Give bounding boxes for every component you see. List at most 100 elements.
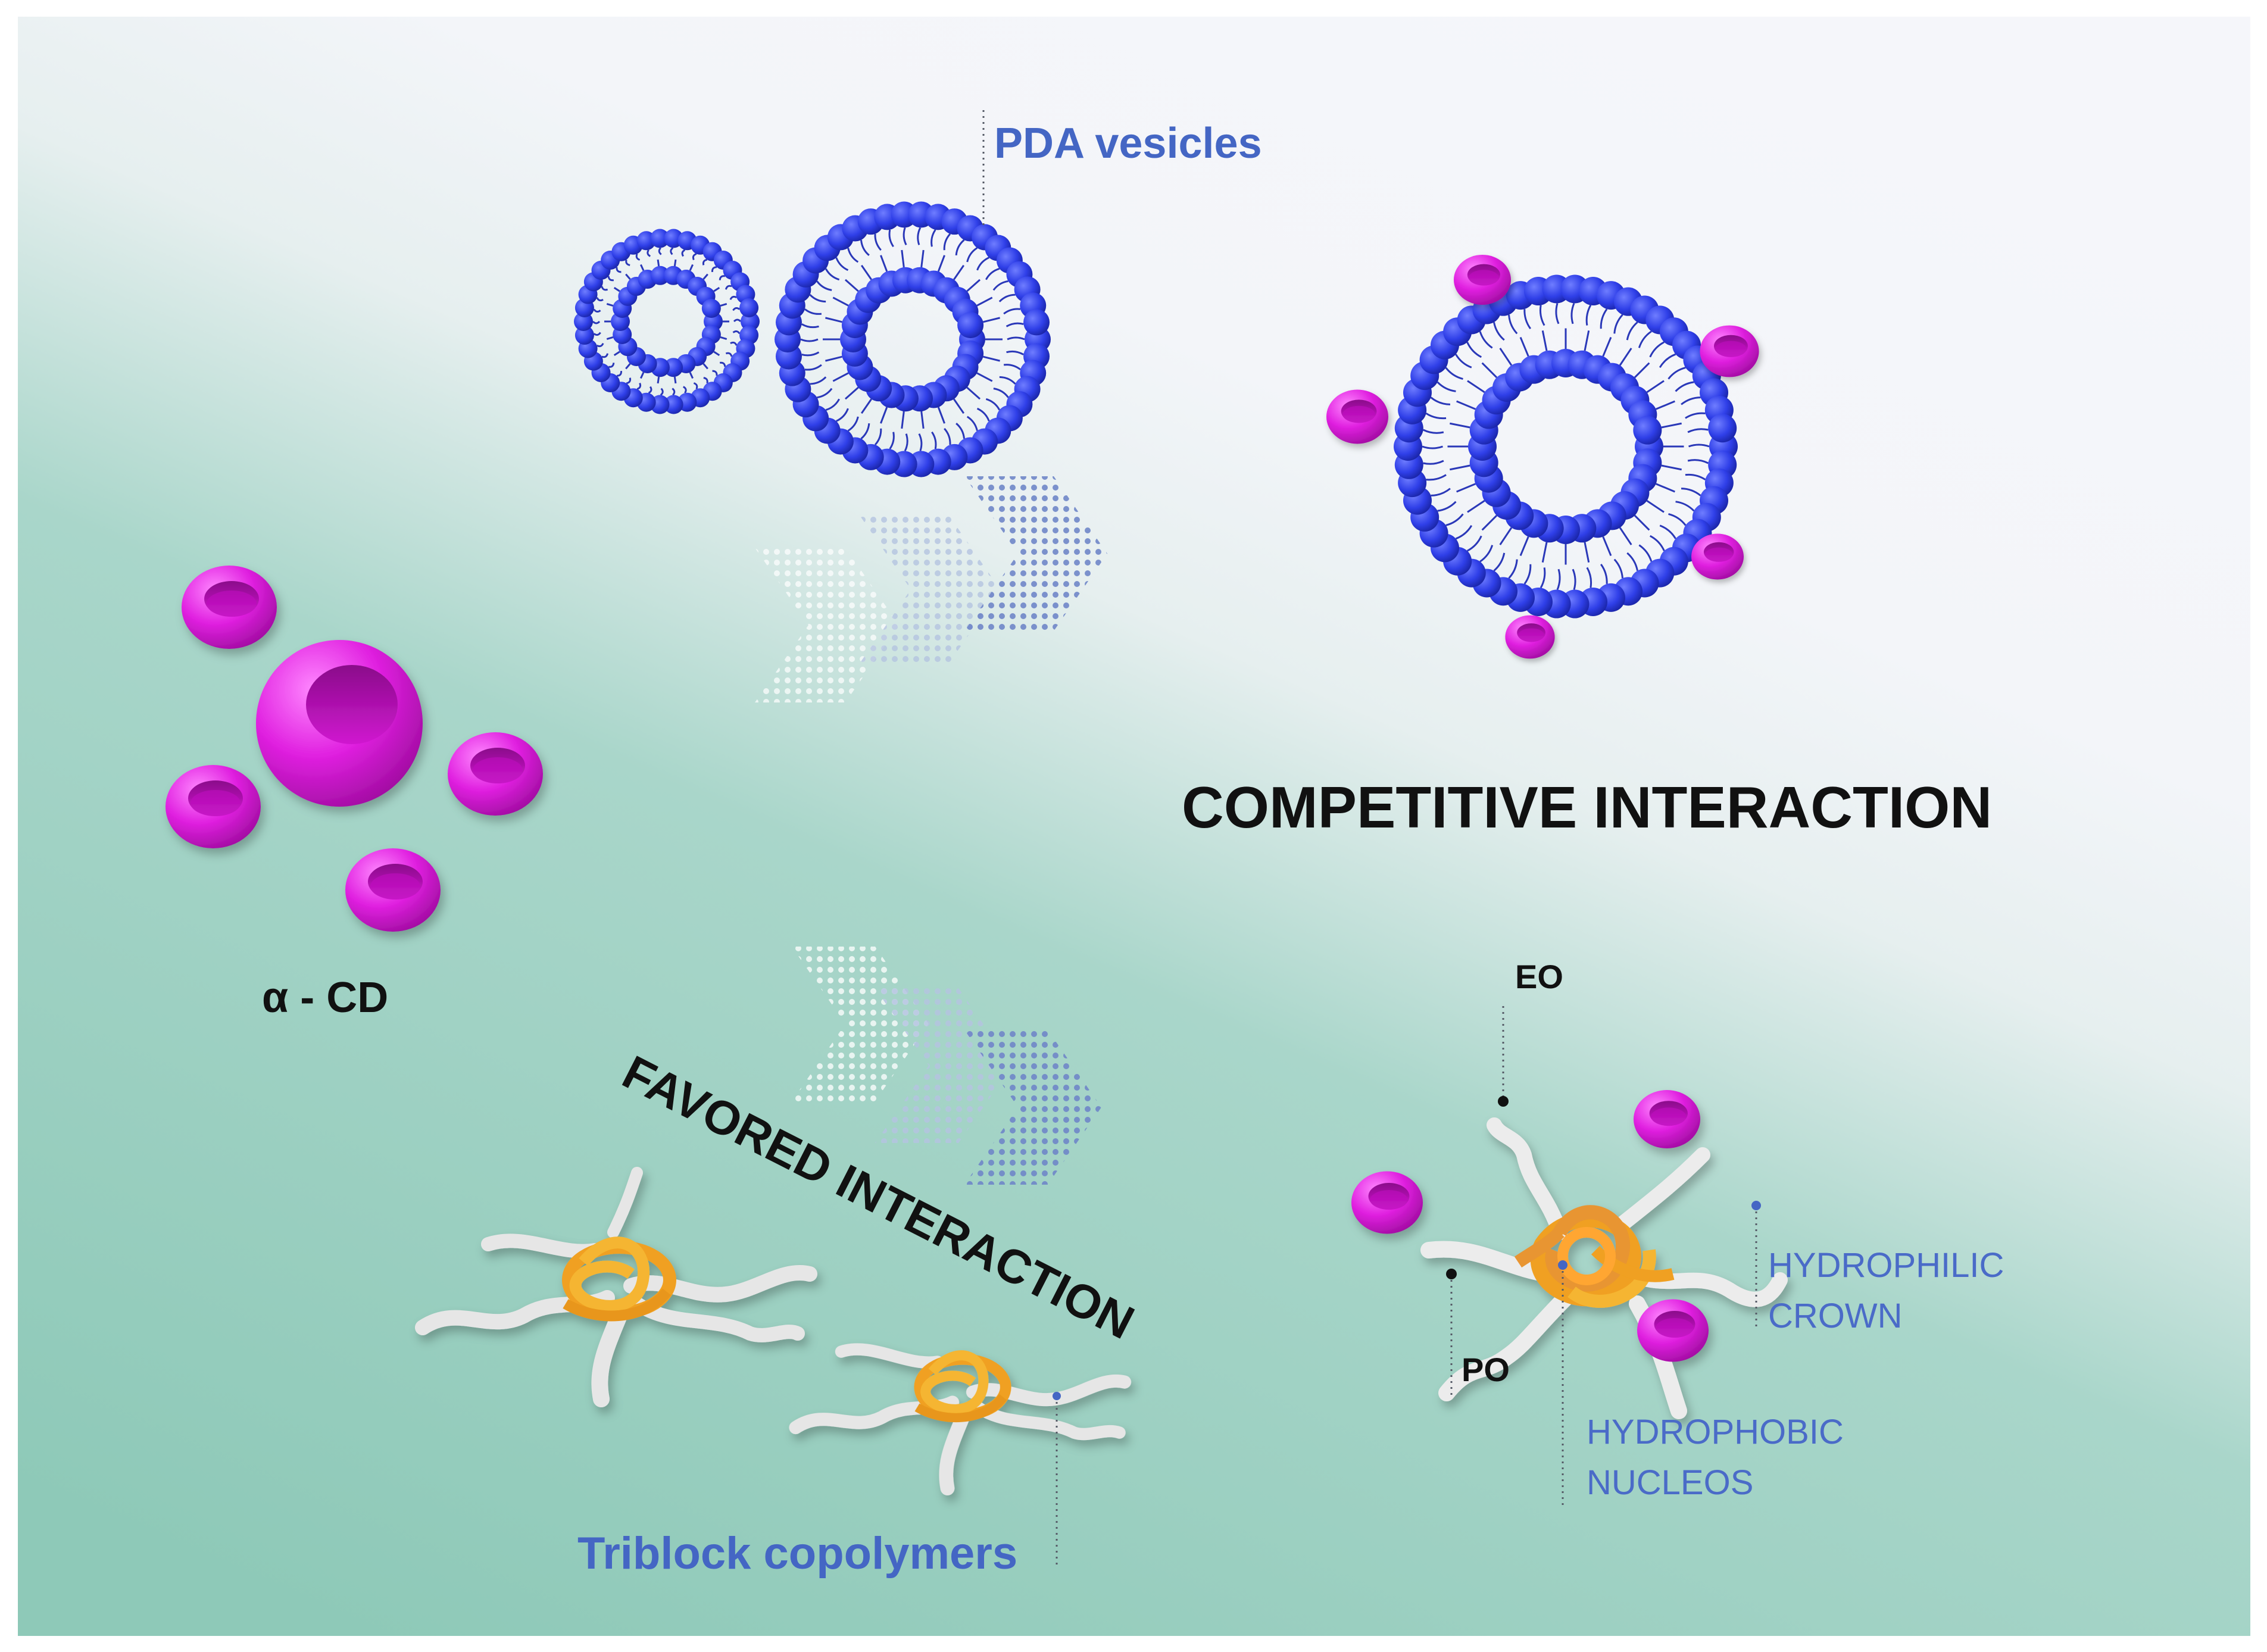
lipid-tail	[689, 264, 694, 271]
lipid-head	[739, 298, 759, 317]
eo-label: EO	[1515, 958, 1563, 995]
lipid-head	[574, 312, 593, 331]
lipid-tail	[1649, 341, 1665, 358]
lipid-tail	[1455, 524, 1473, 540]
lipid-tail	[817, 388, 833, 399]
lipid-head	[650, 266, 670, 285]
lipid-tail	[835, 257, 849, 271]
lipid-tail	[1425, 413, 1447, 420]
hydrophobic-label-line2: NUCLEOS	[1587, 1463, 1753, 1502]
lipid-tail	[1479, 331, 1493, 349]
lipid-tail	[920, 249, 925, 268]
lipid-tail	[1600, 308, 1608, 329]
lipid-tail	[976, 372, 993, 382]
lipid-head	[741, 312, 760, 331]
lipid-tail	[613, 351, 620, 357]
lipid-tail	[966, 386, 981, 400]
lipid-tail	[1646, 499, 1665, 513]
lipid-tail	[1499, 527, 1513, 545]
lipid-tail	[606, 336, 614, 341]
lipid-head	[574, 326, 594, 345]
lipid-tail	[860, 423, 870, 440]
lipid-tail	[985, 267, 1000, 280]
dotted-chevron-arrow-icon	[755, 476, 1107, 702]
lipid-tail	[725, 285, 732, 290]
lipid-tail	[616, 267, 622, 273]
lipid-tail	[1499, 348, 1513, 366]
lipid-tail	[635, 253, 641, 261]
competitive-interaction-label: COMPETITIVE INTERACTION	[1182, 775, 1992, 840]
lipid-tail	[917, 227, 922, 245]
lipid-tail	[993, 388, 1009, 398]
lipid-tail	[689, 371, 694, 379]
cyclodextrin-ring-icon	[1454, 255, 1511, 305]
lipid-tail	[1602, 536, 1612, 556]
lipid-tail	[1661, 422, 1682, 429]
lipid-tail	[1466, 535, 1482, 552]
lipid-tail	[713, 286, 720, 292]
lipid-tail	[658, 247, 662, 255]
lipid-tail	[711, 266, 717, 272]
lipid-tail	[930, 229, 936, 247]
cyclodextrin-ring-icon	[345, 848, 441, 932]
lipid-tail	[836, 408, 849, 422]
lipid-tail	[937, 255, 945, 272]
cyclodextrin-ring-icon	[1691, 533, 1744, 580]
lipid-tail	[1431, 488, 1451, 496]
lipid-tail	[816, 280, 832, 291]
lipid-tail	[625, 273, 631, 280]
lipid-tail	[1685, 473, 1706, 480]
lipid-tail	[648, 386, 652, 394]
lipid-tail	[1626, 552, 1638, 572]
lipid-tail	[1508, 559, 1518, 579]
lipid-tail	[1455, 354, 1472, 369]
lipid-tail	[1626, 321, 1638, 341]
lipid-tail	[801, 323, 819, 329]
lipid-tail	[998, 293, 1016, 302]
lipid-tail	[880, 407, 888, 424]
lipid-tail	[719, 275, 726, 280]
lipid-tail	[1659, 353, 1676, 369]
lipid-tail	[682, 386, 687, 394]
lipid-tail	[730, 341, 738, 346]
lipid-tail	[670, 247, 674, 255]
lipid-tail	[1634, 362, 1650, 379]
lipid-tail	[636, 382, 642, 390]
lipid-tail	[1456, 400, 1476, 410]
lipid-head	[1633, 416, 1662, 445]
lipid-tail	[720, 302, 727, 307]
lipid-tail	[692, 253, 697, 261]
lipid-tail	[702, 363, 708, 370]
lipid-tail	[606, 302, 614, 307]
lipid-tail	[640, 371, 645, 379]
lipid-tail	[1422, 445, 1443, 449]
pda-vesicles-label: PDA vesicles	[994, 120, 1262, 167]
lipid-tail	[874, 233, 882, 251]
lipid-tail	[1687, 428, 1709, 433]
lipid-tail	[825, 398, 840, 411]
lipid-tail	[985, 398, 1001, 411]
lipid-tail	[825, 317, 842, 323]
lipid-tail	[825, 355, 842, 362]
cyclodextrin-ring-icon	[1326, 389, 1388, 444]
lipid-tail	[732, 307, 741, 311]
cyclodextrin-ring-icon	[448, 732, 543, 816]
lipid-tail	[983, 317, 1000, 323]
lipid-tail	[1585, 304, 1592, 326]
lipid-tail	[889, 432, 895, 449]
hydrophilic-label-line1: HYDROPHILIC	[1768, 1246, 2004, 1285]
lipid-tail	[1003, 308, 1021, 315]
lipid-tail	[601, 353, 609, 358]
lipid-tail	[1540, 567, 1546, 589]
small-vesicle-icon	[574, 229, 760, 414]
lipid-tail	[607, 276, 614, 282]
lipid-tail	[1481, 362, 1498, 379]
lipid-tail	[1613, 314, 1623, 334]
lipid-tail	[1638, 544, 1653, 562]
lipid-tail	[825, 268, 840, 281]
alpha-cd-label: α - CD	[262, 974, 388, 1022]
cyclodextrin-ring-icon	[166, 765, 261, 848]
lipid-tail	[1450, 464, 1470, 471]
lipid-tail	[1493, 321, 1505, 341]
lipid-tail	[1519, 536, 1529, 556]
